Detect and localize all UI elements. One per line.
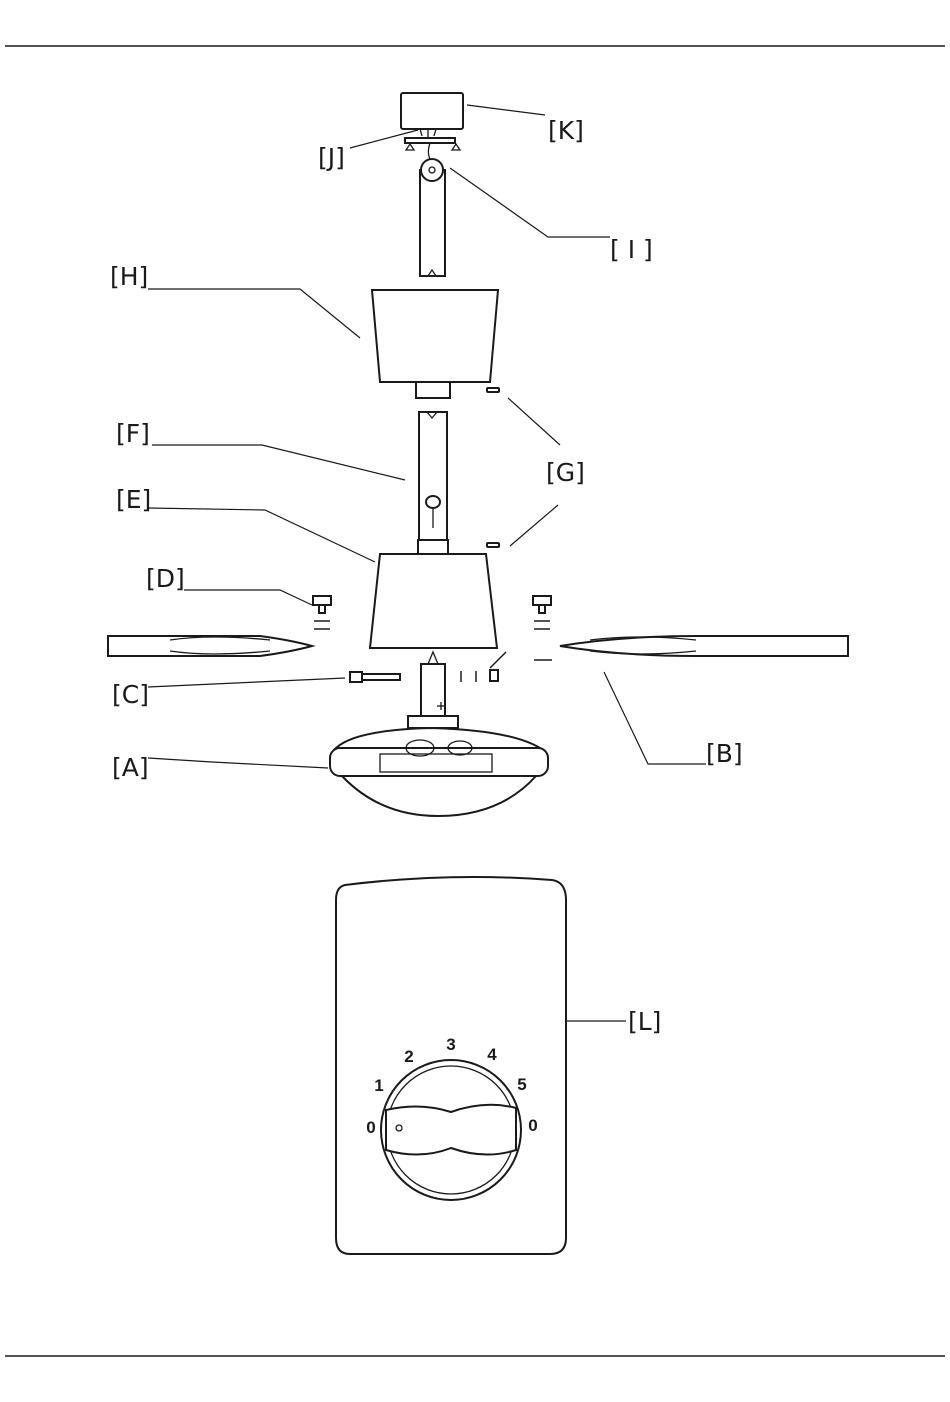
wall-controller bbox=[336, 877, 566, 1254]
label-l: [L] bbox=[628, 1007, 661, 1036]
dial-position-4: 4 bbox=[487, 1045, 497, 1064]
label-g: [G] bbox=[546, 458, 585, 487]
label-k: [K] bbox=[548, 116, 584, 145]
dial-position-0-right: 0 bbox=[528, 1116, 537, 1135]
label-d: [D] bbox=[146, 564, 185, 593]
pins bbox=[487, 388, 499, 547]
label-f: [F] bbox=[116, 419, 150, 448]
label-c: [C] bbox=[112, 680, 149, 709]
dial-position-0-left: 0 bbox=[366, 1118, 375, 1137]
motor-housing bbox=[370, 540, 497, 648]
label-j: [J] bbox=[318, 143, 345, 172]
canopy-cover bbox=[372, 290, 498, 398]
label-i: [ I ] bbox=[610, 235, 653, 264]
upper-downrod bbox=[420, 159, 445, 276]
dial-position-5: 5 bbox=[517, 1075, 526, 1094]
dial-position-1: 1 bbox=[374, 1076, 383, 1095]
label-b: [B] bbox=[706, 739, 743, 768]
label-e: [E] bbox=[116, 485, 151, 514]
label-a: [A] bbox=[112, 753, 149, 782]
motor bbox=[330, 716, 548, 816]
dial-position-3: 3 bbox=[446, 1035, 455, 1054]
lower-downrod bbox=[419, 412, 447, 540]
dial-position-2: 2 bbox=[404, 1047, 413, 1066]
label-h: [H] bbox=[110, 262, 148, 291]
motor-shaft bbox=[421, 652, 445, 718]
ceiling-canopy bbox=[401, 93, 463, 137]
